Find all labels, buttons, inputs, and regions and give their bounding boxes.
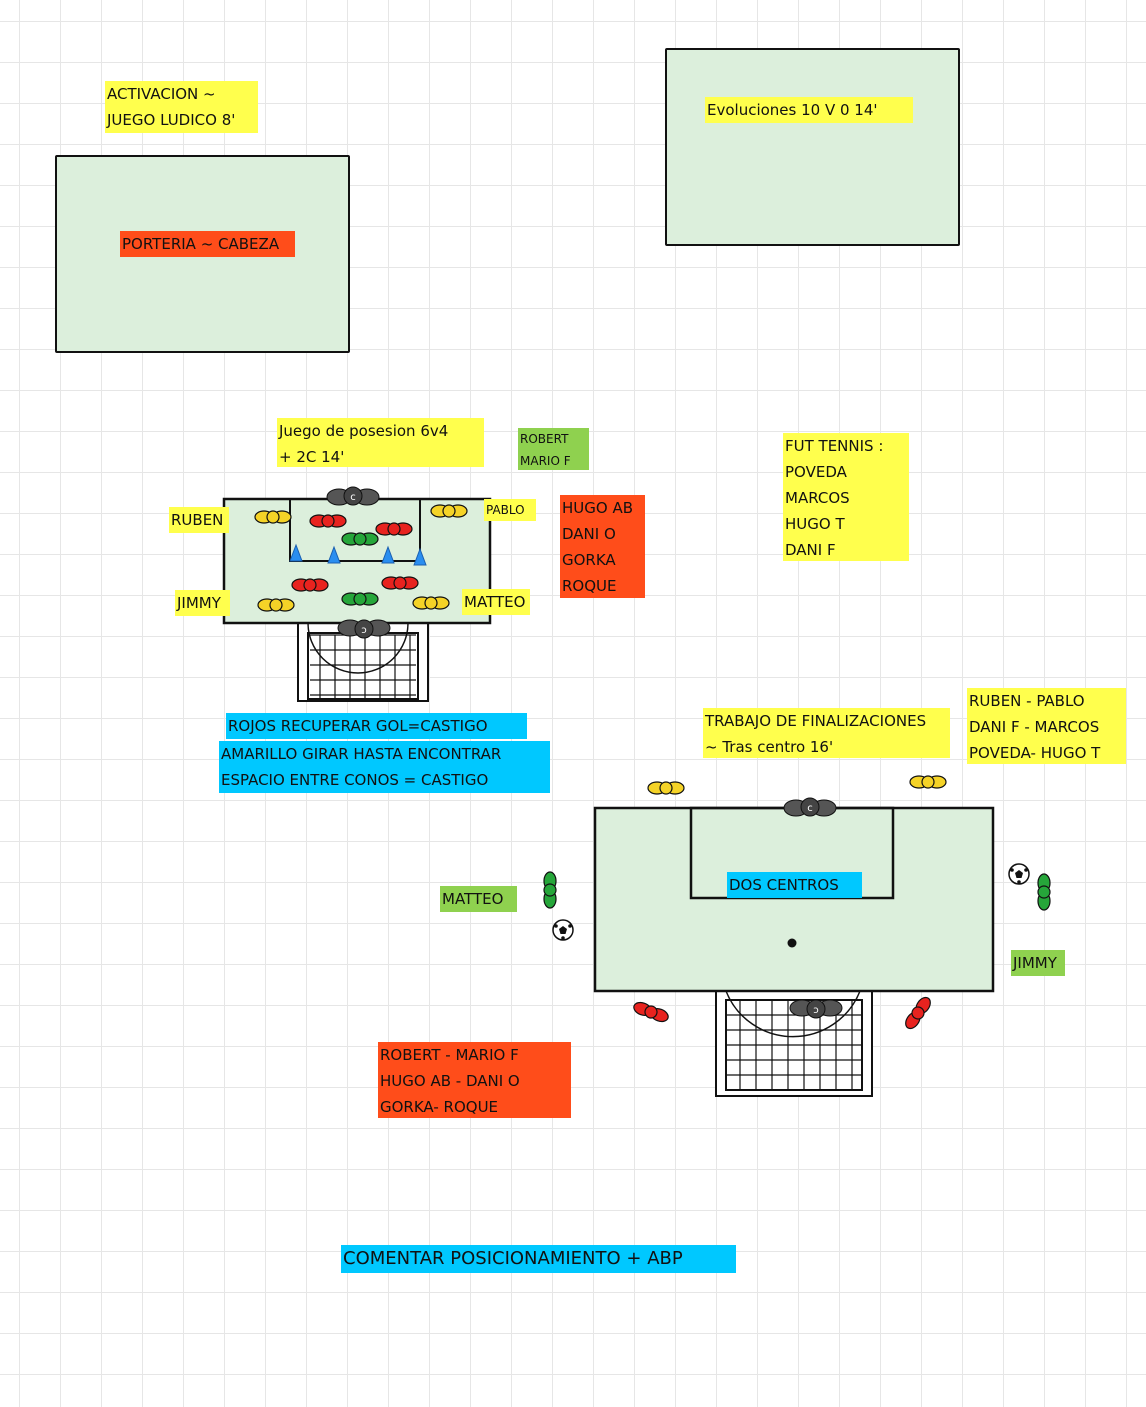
players-yellow	[254, 504, 468, 612]
note-evoluciones[interactable]: Evoluciones 10 V 0 14'	[705, 97, 913, 123]
ball-icon	[552, 919, 574, 941]
note-activacion[interactable]: ACTIVACION ~ JUEGO LUDICO 8'	[105, 81, 258, 133]
note-robert-mario[interactable]: ROBERT MARIO F	[518, 428, 589, 470]
cone-markers	[289, 543, 427, 566]
label-jimmy[interactable]: JIMMY	[175, 590, 230, 616]
pitch	[593, 806, 995, 993]
label-matteo-b[interactable]: MATTEO	[440, 886, 517, 912]
svg-text:c: c	[807, 803, 813, 814]
goalkeeper-bottom: ɔ	[337, 619, 391, 639]
note-dos-centros[interactable]: DOS CENTROS	[727, 872, 862, 898]
label-jimmy-b[interactable]: JIMMY	[1011, 950, 1065, 976]
label-matteo[interactable]: MATTEO	[462, 589, 530, 615]
svg-text:ɔ: ɔ	[361, 625, 367, 636]
penalty-spot	[787, 938, 797, 948]
note-rojos[interactable]: ROJOS RECUPERAR GOL=CASTIGO	[226, 713, 527, 739]
players-yellow	[647, 775, 947, 795]
players-green	[341, 532, 379, 606]
note-hugo-group[interactable]: HUGO AB DANI O GORKA ROQUE	[560, 495, 645, 598]
note-fut-tennis[interactable]: FUT TENNIS : POVEDA MARCOS HUGO T DANI F	[783, 433, 909, 561]
players-green	[543, 871, 1051, 911]
svg-text:c: c	[350, 492, 356, 503]
possession-drill-field: c ɔ	[222, 486, 492, 702]
goal-net	[715, 989, 873, 1097]
players-red	[633, 996, 931, 1030]
note-juego-posesion[interactable]: Juego de posesion 6v4 + 2C 14'	[277, 418, 484, 467]
note-porteria[interactable]: PORTERIA ~ CABEZA	[120, 231, 295, 257]
goalkeeper-top: c	[326, 486, 380, 506]
note-trabajo-finalizaciones[interactable]: TRABAJO DE FINALIZACIONES ~ Tras centro …	[703, 708, 950, 758]
players-red	[291, 514, 419, 592]
label-ruben[interactable]: RUBEN	[169, 507, 229, 533]
svg-text:ɔ: ɔ	[813, 1005, 819, 1016]
note-amarillo[interactable]: AMARILLO GIRAR HASTA ENCONTRAR ESPACIO E…	[219, 741, 550, 793]
goalkeeper-bottom: ɔ	[789, 999, 843, 1019]
ball-icon	[1008, 863, 1030, 885]
goalkeeper-top: c	[783, 797, 837, 817]
activity-box-evoluciones	[665, 48, 960, 246]
finishing-drill-field: c ɔ	[543, 775, 1051, 1097]
note-comentar[interactable]: COMENTAR POSICIONAMIENTO + ABP	[341, 1245, 736, 1273]
note-robert-group[interactable]: ROBERT - MARIO F HUGO AB - DANI O GORKA-…	[378, 1042, 571, 1118]
label-pablo[interactable]: PABLO	[484, 499, 536, 521]
note-ruben-group[interactable]: RUBEN - PABLO DANI F - MARCOS POVEDA- HU…	[967, 688, 1126, 764]
